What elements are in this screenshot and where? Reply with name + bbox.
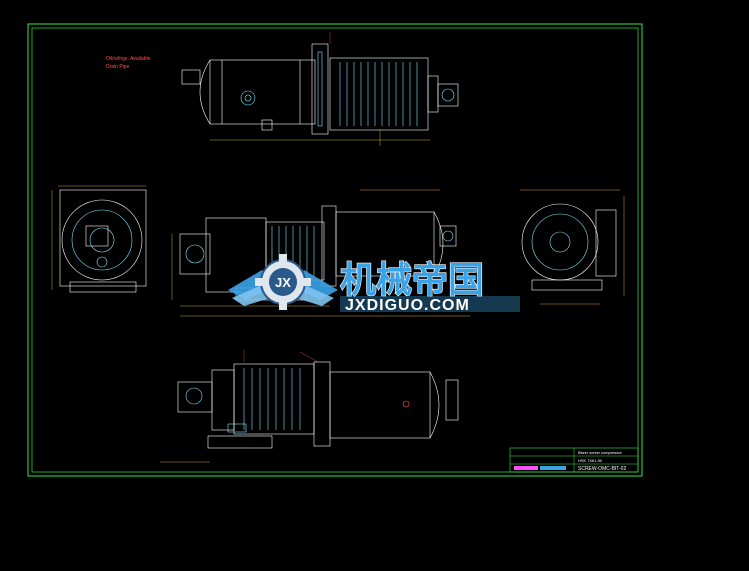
note-line-2: Drain Pipe xyxy=(106,64,130,70)
title-block: Bitzer screw compressor HSK 7461-90 SCRE… xyxy=(509,447,639,473)
title-block-line-1: Bitzer screw compressor xyxy=(578,450,622,455)
left-end-view xyxy=(51,185,147,293)
note-line-1: Oil/refrige. Available xyxy=(106,56,151,62)
gear-wings-logo: JX xyxy=(228,254,338,310)
title-block-line-2: HSK 7461-90 xyxy=(578,458,603,463)
watermark-site: JXDIGUO.COM xyxy=(345,297,470,314)
drawing-note: Oil/refrige. Available Drain Pipe xyxy=(106,56,151,70)
top-view xyxy=(181,32,459,146)
watermark-title: 机械帝国 xyxy=(340,259,484,300)
logo-initials: JX xyxy=(275,275,291,290)
inner-frame xyxy=(31,27,639,473)
drawing-number: SCREW-OMC-BIT-02 xyxy=(578,466,626,472)
bottom-view xyxy=(160,350,459,463)
outer-frame xyxy=(27,23,643,477)
right-end-view xyxy=(520,189,625,305)
watermark: JX 机械帝国 JXDIGUO.COM xyxy=(228,254,520,314)
company-logo xyxy=(514,466,538,470)
